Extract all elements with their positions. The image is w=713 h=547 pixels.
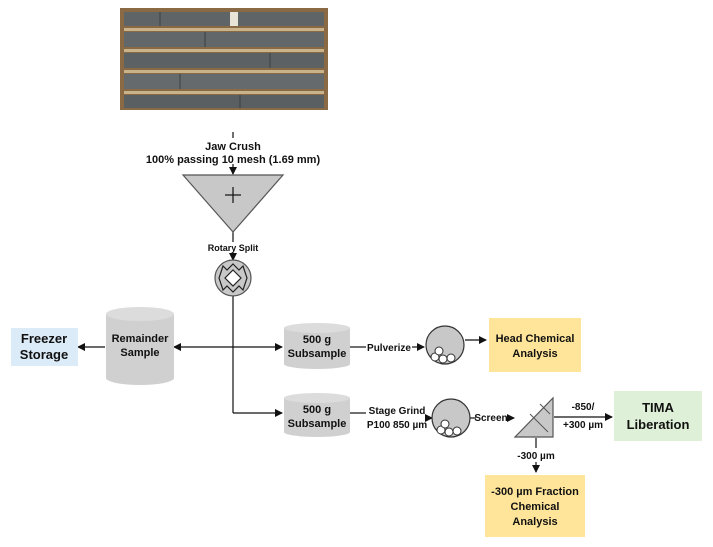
- freezer-storage-box: [11, 328, 78, 366]
- remainder-sample-cylinder: [106, 307, 174, 385]
- subsample-top-mass: 500 g: [303, 334, 331, 346]
- fine-chem-label-2: Chemical: [511, 501, 560, 513]
- head-chem-label: Head Chemical: [496, 333, 575, 345]
- remainder-label-2: Sample: [120, 347, 159, 359]
- subsample-bottom-mass: 500 g: [303, 404, 331, 416]
- pulverizer-icon: [425, 325, 465, 365]
- coarse-fraction-label: -850/: [572, 402, 595, 413]
- subsample-bottom-label: Subsample: [288, 418, 347, 430]
- grinder-icon: [431, 398, 471, 438]
- tima-liberation-box: [614, 391, 702, 441]
- core-tray-photo: [120, 8, 328, 110]
- stage-grind-spec: P100 850 µm: [367, 420, 427, 431]
- rotary-split-label: Rotary Split: [208, 243, 259, 253]
- tima-label-2: Liberation: [627, 417, 690, 432]
- screen-icon: [513, 396, 554, 438]
- connectors: [77, 132, 613, 473]
- fine-fraction-label: -300 µm: [517, 451, 555, 462]
- subsample-bottom-cylinder: [284, 393, 350, 437]
- freezer-label: Freezer: [21, 331, 67, 346]
- tima-label: TIMA: [642, 400, 674, 415]
- coarse-fraction-label-2: +300 µm: [563, 420, 603, 431]
- screen-label: Screen: [474, 413, 507, 424]
- fine-chem-label: -300 µm Fraction: [491, 486, 579, 498]
- subsample-top-label: Subsample: [288, 348, 347, 360]
- fine-chem-label-3: Analysis: [512, 516, 557, 528]
- jaw-crush-spec: 100% passing 10 mesh (1.69 mm): [146, 154, 321, 166]
- head-chemical-analysis-box: [489, 318, 581, 372]
- fine-fraction-chemical-analysis-box: [485, 475, 585, 537]
- remainder-label: Remainder: [112, 333, 170, 345]
- rotary-splitter-icon: [214, 259, 252, 297]
- jaw-crush-label: Jaw Crush: [205, 141, 261, 153]
- stage-grind-label: Stage Grind: [369, 406, 426, 417]
- pulverize-label: Pulverize: [367, 343, 411, 354]
- head-chem-label-2: Analysis: [512, 348, 557, 360]
- subsample-top-cylinder: [284, 323, 350, 369]
- jaw-crusher-icon: [181, 174, 285, 233]
- freezer-label-2: Storage: [20, 347, 68, 362]
